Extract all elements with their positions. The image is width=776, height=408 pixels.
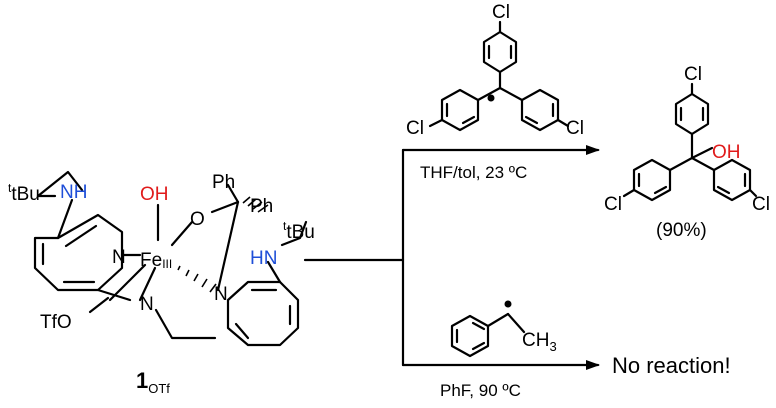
fe-label: FeIII: [140, 250, 172, 271]
product-yield: (90%): [656, 220, 707, 241]
phenylethyl-radical: CH3: [450, 300, 557, 358]
bottom-conditions: PhF, 90 ºC: [440, 381, 521, 400]
right-pyridine-ring: [226, 280, 300, 347]
n-pyridine-left-label: N: [112, 247, 126, 268]
product-oh: OH: [712, 142, 741, 163]
product-cl-right: Cl: [752, 194, 770, 215]
compound-number: 1OTf: [136, 368, 170, 396]
trityl-alcohol-product: Cl OH Cl Cl (90%): [604, 64, 770, 241]
o-bridge-label: O: [190, 209, 205, 230]
ph-top-label: Ph: [212, 172, 235, 193]
tbu-left-label: ttBu: [8, 181, 40, 205]
product-cl-left: Cl: [604, 194, 622, 215]
product-cl-top: Cl: [684, 64, 702, 85]
no-reaction-label: No reaction!: [612, 353, 731, 378]
iron-complex: ttBu NH OH Ph O Ph ttBu HN FeIII N N N T…: [8, 170, 315, 396]
oh-label: OH: [140, 184, 169, 205]
reagent-cl-right: Cl: [566, 118, 584, 139]
hn-right-label: HN: [250, 248, 277, 269]
left-pyridine-ring: [33, 213, 124, 292]
tbu-right-label: ttBu: [283, 219, 315, 243]
top-conditions: THF/tol, 23 ºC: [420, 163, 527, 182]
tfo-label: TfO: [40, 312, 72, 333]
n-amine-label: N: [140, 294, 154, 315]
branch-arrows: [303, 145, 600, 370]
ph-right-label: Ph: [250, 196, 273, 217]
nh-left-label: NH: [60, 182, 87, 203]
bottom-ch3: CH3: [522, 330, 557, 354]
trityl-radical: Cl Cl Cl: [406, 2, 584, 139]
reagent-cl-left: Cl: [406, 118, 424, 139]
reagent-cl-top: Cl: [492, 2, 510, 23]
n-pyridine-right-label: N: [214, 284, 228, 305]
